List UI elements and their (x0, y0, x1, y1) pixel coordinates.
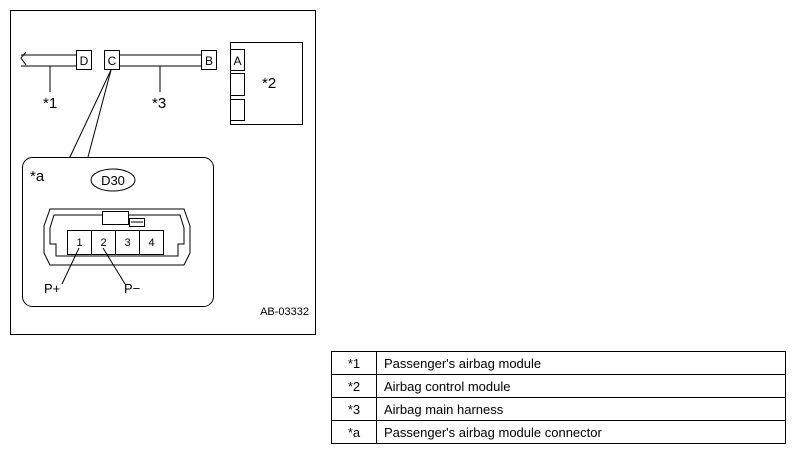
legend-description: Passenger's airbag module connector (376, 420, 786, 444)
connector-a-label: A (233, 54, 241, 68)
connector-a (230, 49, 245, 71)
connector-c-label: C (108, 54, 117, 68)
legend-description: Airbag control module (376, 374, 786, 398)
legend-table: *1 Passenger's airbag module *2 Airbag c… (331, 351, 786, 444)
connector-code-label: D30 (101, 173, 125, 188)
figure-code: AB-03332 (260, 306, 309, 318)
pin-3 (115, 230, 140, 255)
connector-code-badge (90, 168, 136, 192)
legend-key: *1 (331, 351, 377, 375)
detail-pointer-right (87, 69, 112, 158)
connector-b-label: B (205, 54, 213, 68)
pin-1-label: 1 (76, 237, 82, 249)
pin-minus-label: P− (124, 281, 140, 296)
pin-4 (139, 230, 164, 255)
diagram-frame (10, 10, 316, 335)
pin-plus-label: P+ (44, 281, 60, 296)
legend-key: *3 (331, 397, 377, 421)
pin-2 (91, 230, 116, 255)
connector-d-label: D (80, 54, 89, 68)
airbag-main-harness (120, 54, 202, 67)
legend-row: *a Passenger's airbag module connector (331, 420, 786, 444)
connector-b (201, 50, 217, 70)
control-module-port-2 (230, 73, 245, 96)
callout-control-module: *2 (262, 75, 276, 92)
callout-detail: *a (30, 168, 45, 185)
detail-pointer-left (69, 69, 112, 158)
pin-4-label: 4 (148, 237, 154, 249)
legend-row: *2 Airbag control module (331, 374, 786, 398)
legend-key: *a (331, 420, 377, 444)
leader-pin-plus (61, 247, 80, 285)
callout-passenger-module: *1 (43, 95, 57, 112)
legend-row: *3 Airbag main harness (331, 397, 786, 421)
leader-pin-minus (102, 247, 126, 285)
passenger-airbag-harness (20, 51, 76, 67)
connector-d (76, 50, 92, 70)
pin-3-label: 3 (124, 237, 130, 249)
control-module-port-3 (230, 99, 245, 121)
connector-c (104, 50, 120, 70)
callout-main-harness: *3 (152, 95, 166, 112)
legend-row: *1 Passenger's airbag module (331, 351, 786, 375)
legend-description: Airbag main harness (376, 397, 786, 421)
legend-key: *2 (331, 374, 377, 398)
pin-2-label: 2 (100, 237, 106, 249)
legend-description: Passenger's airbag module (376, 351, 786, 375)
